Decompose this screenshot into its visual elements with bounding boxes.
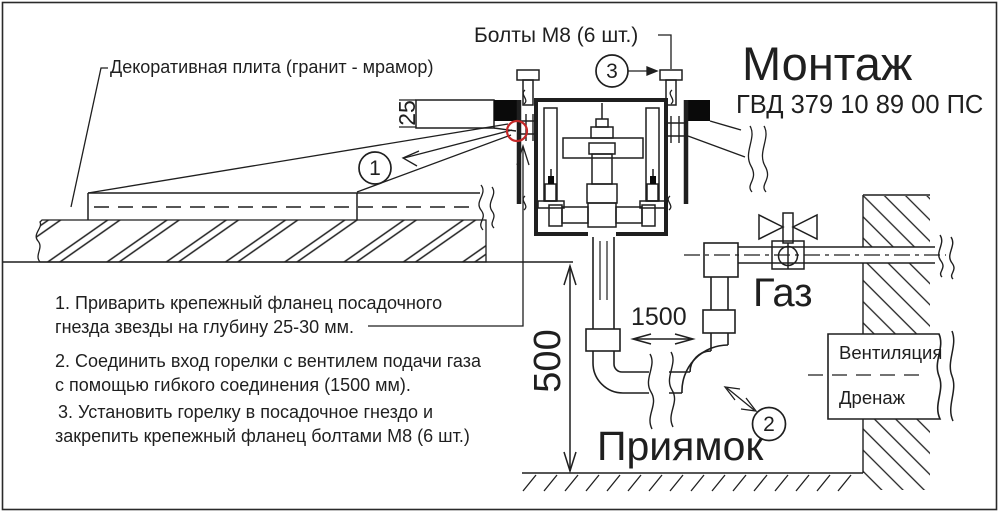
gas-label: Газ [753,271,813,315]
valve-handle [758,213,785,241]
pipe-coupling-right [702,309,736,334]
plate-section-left [399,99,518,132]
plate-section-right [687,100,769,193]
callout-2-number: 2 [763,413,775,436]
ignitor-left [544,183,557,202]
mount-bolt-left [516,69,540,106]
mount-bolt-right [659,69,683,106]
instruction-2-line-1: 2. Соединить вход горелки с вентилем под… [55,351,481,371]
decorative-plate-label: Декоративная плита (гранит - мрамор) [110,57,434,77]
pipe-elbow [703,242,739,278]
pipe-end-break [938,234,944,278]
wall-section [862,194,930,490]
bolts-label: Болты М8 (6 шт.) [474,24,639,47]
instruction-2-line-2: с помощью гибкого соединения (1500 мм). [55,375,411,395]
weld-point-highlight [505,119,529,143]
burner-assembly [516,69,689,236]
callout-1-number: 1 [369,157,381,180]
dim-1500-label: 1500 [631,303,687,331]
dim-500-label: 500 [527,329,569,393]
instruction-3-line-2: закрепить крепежный фланец болтами М8 (6… [55,426,470,446]
dimension-1500 [630,333,696,345]
pit-label: Приямок [597,423,764,469]
pipe-coupling-left [585,328,621,352]
gas-valve [758,212,818,270]
instruction-3-line-1: 3. Установить горелку в посадочное гнезд… [58,402,434,422]
drainage-label: Дренаж [839,387,905,408]
product-code: ГВД 379 10 89 00 ПС [736,91,984,119]
break-marks [522,89,674,211]
callout-3-circle [595,54,629,88]
instruction-1-line-1: 1. Приварить крепежный фланец посадочног… [55,293,443,313]
ignitor-right [646,183,659,202]
ventilation-label: Вентиляция [839,342,943,363]
foundation-slab [3,219,573,263]
bolts-label-leader [658,34,672,69]
page-title: Монтаж [742,37,913,90]
pipe-break [647,353,655,430]
flange-bolt-marks [517,114,686,143]
burner-nut [590,126,614,139]
dimension-500 [563,263,577,474]
callout-1-circle [358,151,392,185]
plate-label-leader [70,67,108,208]
burner-housing [534,98,668,236]
callout-3-number: 3 [606,60,618,83]
instruction-1-line-2: гнезда звезды на глубину 25-30 мм. [55,317,354,337]
dim-25-label: 25 [394,100,420,126]
pit-floor [522,472,863,492]
vent-drain-box [808,330,955,422]
pit-floor-hatching [522,474,852,492]
callout-2-circle [751,406,787,442]
